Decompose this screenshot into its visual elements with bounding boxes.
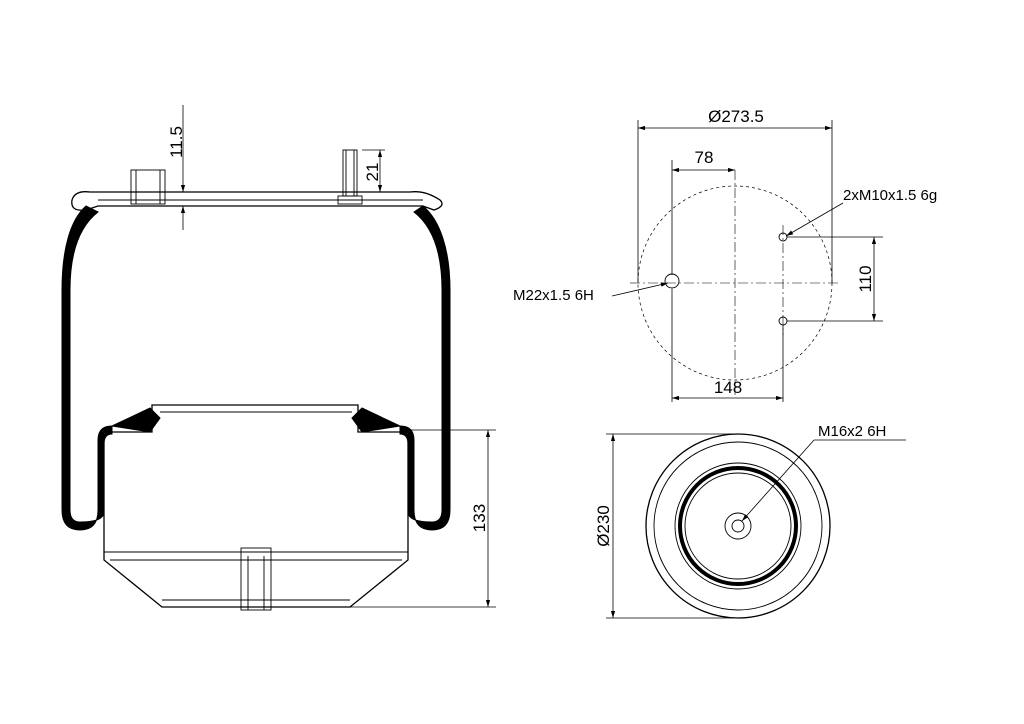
base-ring (678, 466, 798, 586)
dim-stud-vertical: 110 (856, 265, 875, 292)
piston (103, 404, 409, 608)
base-outer (645, 433, 831, 619)
dim-overall-height: 133 (470, 504, 489, 532)
base-thread-hole (724, 512, 752, 540)
top-plate (71, 191, 443, 211)
bellow-left (61, 205, 113, 531)
dim-offset-center: 78 (695, 148, 714, 167)
dim-stud-height: 21 (363, 163, 382, 182)
label-base-thread: M16x2 6H (818, 423, 886, 440)
label-air-inlet-thread: M22x1.5 6H (513, 287, 594, 304)
top-view: Ø273.5 78 2xM10x1.5 6g 110 M22x1.5 6H 14… (513, 107, 937, 402)
label-stud-thread: 2xM10x1.5 6g (843, 187, 937, 204)
air-inlet-hole (664, 273, 680, 289)
air-inlet-fitting (130, 169, 166, 205)
bellow-right (399, 205, 451, 531)
side-view: 11.5 21 133 (61, 105, 496, 611)
bottom-view: Ø230 M16x2 6H (594, 423, 906, 619)
dim-top-diameter: Ø273.5 (708, 107, 764, 126)
base-insert (240, 547, 272, 611)
dim-stud-horizontal: 148 (714, 378, 742, 397)
dim-top-height: 11.5 (167, 126, 186, 158)
dim-base-diameter: Ø230 (594, 505, 613, 547)
mounting-stud (342, 149, 358, 197)
